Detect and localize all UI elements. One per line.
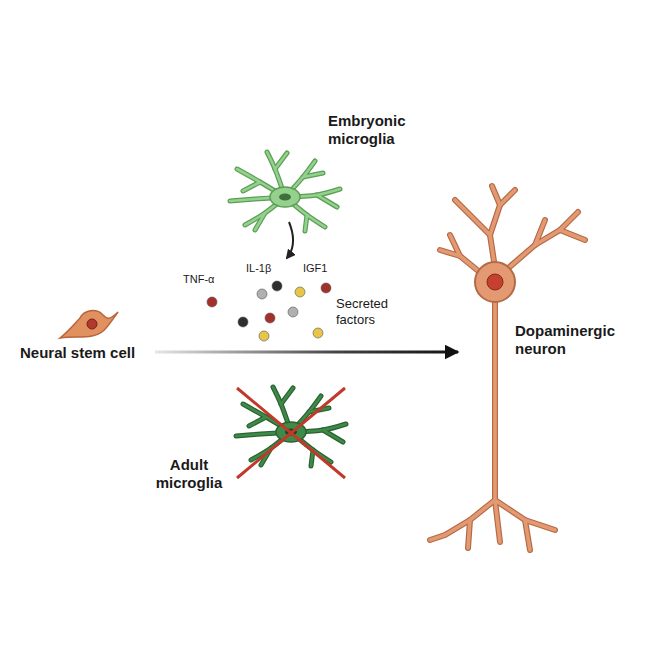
cell-node: Neural stem cell (18, 300, 155, 366)
adult-microglia-icon (236, 387, 346, 466)
factor-name: IL-1β (246, 262, 271, 275)
neuron-icon (430, 186, 585, 550)
cell-node: Embryonic microglia (328, 112, 428, 152)
cell-label: Neural stem cell (20, 344, 155, 362)
cell-label: Embryonic microglia (328, 112, 424, 148)
factor-name: IGF1 (303, 262, 327, 275)
secretion-arrow (287, 222, 293, 258)
cross-out-mark (237, 388, 345, 478)
secreted-factor-dots (207, 281, 331, 341)
stem-cell-icon (60, 311, 118, 338)
differentiation-arrow (155, 351, 458, 354)
cell-label: Adult microglia (148, 456, 230, 492)
cell-node: Adult microglia (148, 456, 232, 496)
embryonic-microglia-icon (230, 152, 340, 231)
factor-caption: Secreted factors (336, 296, 414, 328)
cell-label: Dopaminergic neuron (515, 322, 630, 358)
cell-node: Dopaminergic neuron (458, 170, 638, 560)
factor-name: TNF-α (183, 273, 214, 286)
